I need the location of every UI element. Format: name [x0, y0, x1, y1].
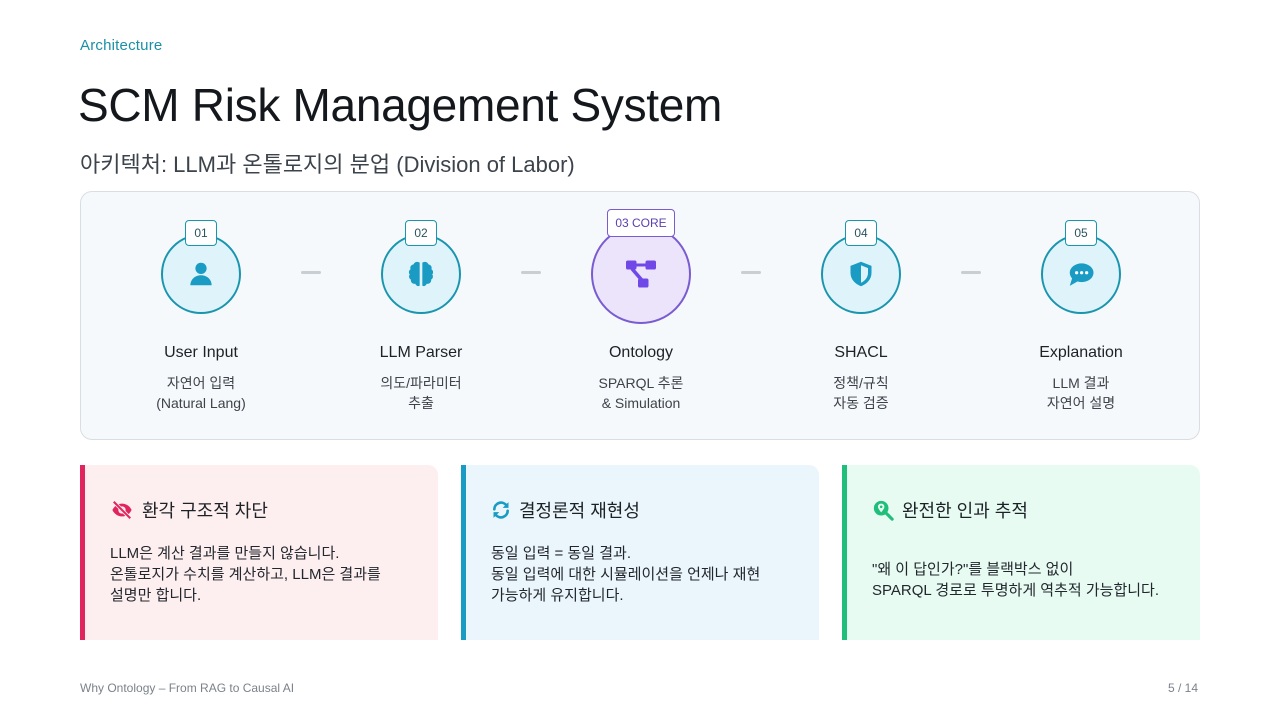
step-description-line: & Simulation [601, 395, 681, 411]
card-body-line: 동일 입력에 대한 시뮬레이션을 언제나 재현 [491, 566, 761, 583]
card-accent-bar [80, 465, 85, 640]
page-subtitle: 아키텍처: LLM과 온톨로지의 분업 (Division of Labor) [80, 152, 575, 177]
card-body-line: 온톨로지가 수치를 계산하고, LLM은 결과를 [110, 566, 381, 583]
card-body-line: SPARQL 경로로 투명하게 역추적 가능합니다. [872, 582, 1160, 599]
page-title: SCM Risk Management System [78, 79, 723, 131]
search-location-icon [873, 500, 894, 521]
step-number-badge: 02 [405, 220, 437, 246]
step-description-line: SPARQL 추론 [598, 375, 684, 391]
step-connector [301, 271, 321, 274]
step-description-line: 정책/규칙 [833, 375, 889, 391]
card-title: 결정론적 재현성 [519, 501, 640, 521]
step-description: SPARQL 추론 & Simulation [541, 373, 741, 413]
step-number-badge: 01 [185, 220, 217, 246]
architecture-pipeline: 01 User Input 자연어 입력 (Natural Lang) 02 L… [80, 191, 1200, 440]
step-circle [1041, 234, 1121, 314]
step-description: LLM 결과 자연어 설명 [981, 373, 1181, 413]
card-body-line: 동일 입력 = 동일 결과. [491, 545, 631, 562]
card-header: 결정론적 재현성 [491, 497, 819, 523]
refresh-icon [493, 501, 509, 519]
footer-deck-title: Why Ontology – From RAG to Causal AI [80, 681, 295, 695]
card-body-line: 설명만 합니다. [110, 587, 202, 604]
card-body-line: LLM은 계산 결과를 만들지 않습니다. [110, 545, 340, 562]
user-icon [190, 262, 212, 286]
step-name: Ontology [608, 344, 674, 361]
benefit-card-hallucination: 환각 구조적 차단 LLM은 계산 결과를 만들지 않습니다. 온톨로지가 수치… [80, 465, 438, 640]
step-circle-core [591, 224, 691, 324]
card-title: 완전한 인과 추적 [902, 501, 1028, 521]
step-description-line: 자동 검증 [833, 395, 889, 411]
card-header: 환각 구조적 차단 [110, 497, 438, 523]
card-header: 완전한 인과 추적 [872, 497, 1200, 523]
card-body-line: "왜 이 답인가?"를 블랙박스 없이 [872, 561, 1074, 578]
step-description: 의도/파라미터 추출 [321, 373, 521, 413]
footer-page-number: 5 / 14 [1167, 681, 1198, 695]
step-name: Explanation [1039, 344, 1123, 361]
benefit-card-determinism: 결정론적 재현성 동일 입력 = 동일 결과. 동일 입력에 대한 시뮬레이션을… [461, 465, 819, 640]
step-description-line: 추출 [408, 395, 434, 411]
step-description: 자연어 입력 (Natural Lang) [101, 373, 301, 413]
brain-icon [408, 261, 434, 287]
step-description-line: LLM 결과 [1052, 375, 1110, 391]
ontology-graph-icon [626, 260, 656, 288]
step-description-line: 자연어 설명 [1046, 395, 1116, 411]
card-body: "왜 이 답인가?"를 블랙박스 없이 SPARQL 경로로 투명하게 역추적 … [872, 559, 1200, 601]
step-description: 정책/규칙 자동 검증 [761, 373, 961, 413]
card-accent-bar [842, 465, 847, 640]
card-title: 환각 구조적 차단 [142, 501, 268, 521]
step-description-line: 자연어 입력 [166, 375, 236, 391]
step-number-badge: 04 [845, 220, 877, 246]
benefit-card-causal-trace: 완전한 인과 추적 "왜 이 답인가?"를 블랙박스 없이 SPARQL 경로로… [842, 465, 1200, 640]
step-number-badge: 05 [1065, 220, 1097, 246]
section-eyebrow: Architecture [80, 37, 163, 54]
step-circle [161, 234, 241, 314]
card-body: 동일 입력 = 동일 결과. 동일 입력에 대한 시뮬레이션을 언제나 재현 가… [491, 543, 819, 606]
step-name: User Input [164, 344, 238, 361]
shield-icon [850, 261, 872, 287]
card-body: LLM은 계산 결과를 만들지 않습니다. 온톨로지가 수치를 계산하고, LL… [110, 543, 438, 606]
chat-bubble-icon [1069, 263, 1094, 286]
step-name: LLM Parser [379, 344, 463, 361]
step-description-line: 의도/파라미터 [380, 375, 462, 391]
step-number-badge-core: 03 CORE [607, 209, 675, 237]
step-connector [741, 271, 761, 274]
step-description-line: (Natural Lang) [156, 395, 246, 411]
card-body-line: 가능하게 유지합니다. [491, 587, 624, 604]
step-connector [521, 271, 541, 274]
step-name: SHACL [834, 344, 888, 361]
step-connector [961, 271, 981, 274]
step-circle [381, 234, 461, 314]
eye-slash-icon [112, 500, 132, 520]
card-accent-bar [461, 465, 466, 640]
step-circle [821, 234, 901, 314]
